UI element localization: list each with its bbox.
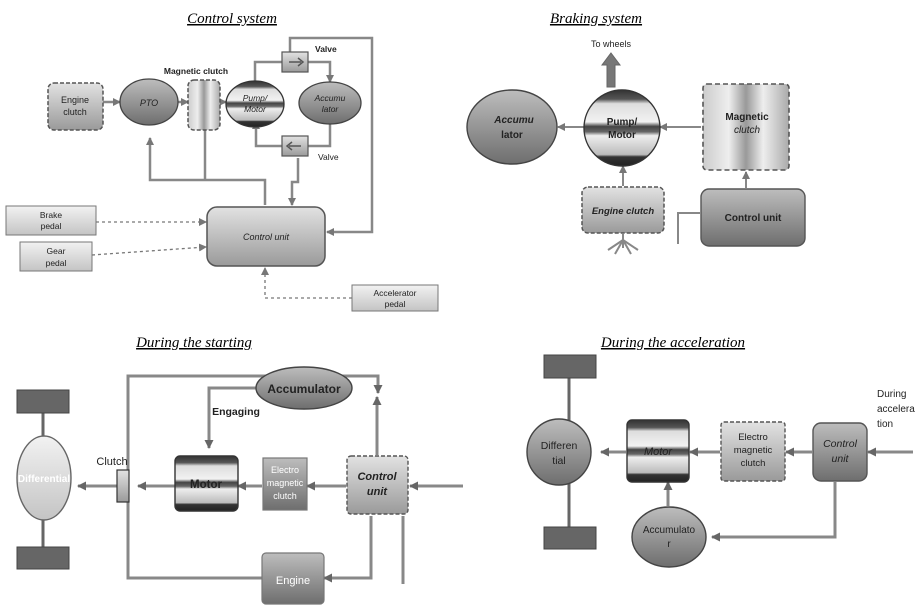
starting-differential-node	[16, 435, 72, 521]
starting-accumulator-label: Accumulator	[267, 382, 341, 396]
starting-control-unit-label-1: Control	[357, 471, 397, 483]
acceleration-electro-clutch-label-1: Electro	[738, 432, 768, 443]
braking-control-unit-label: Control unit	[725, 213, 782, 224]
braking-accumulator-label-2: lator	[501, 130, 523, 141]
starting-electro-clutch-box	[262, 457, 308, 511]
valve-top	[281, 51, 309, 73]
acceleration-electro-clutch-box	[720, 421, 786, 482]
control-system-connectors	[103, 36, 374, 236]
starting-wheel-bottom	[16, 546, 70, 570]
acceleration-wheel-top	[543, 354, 597, 379]
starting-title: During the starting	[135, 335, 252, 351]
starting-engaging-label: Engaging	[212, 406, 260, 418]
starting-motor-label: Motor	[190, 479, 222, 491]
acceleration-during-label-3: tion	[877, 419, 893, 430]
starting-differential-label: Differential	[18, 474, 70, 485]
acceleration-during-label-2: accelera	[877, 404, 915, 415]
engine-clutch-label-2: clutch	[63, 107, 87, 117]
starting-motor-box	[174, 455, 239, 512]
engine-clutch-label-1: Engine	[61, 95, 89, 105]
braking-control-unit-box	[700, 188, 806, 247]
acceleration-accumulator-node	[631, 506, 707, 568]
starting-panel: During the starting Differential Clutch …	[16, 335, 463, 605]
acceleration-motor-label: Motor	[644, 446, 673, 458]
starting-clutch-box	[116, 469, 130, 503]
valve-bottom	[281, 135, 309, 157]
starting-control-unit-box	[346, 455, 409, 515]
braking-magnetic-clutch-label-1: Magnetic	[725, 112, 769, 123]
acceleration-during-label-1: During	[877, 389, 906, 400]
braking-pump-motor-label-1: Pump/	[607, 117, 638, 128]
valve-top-label: Valve	[315, 44, 337, 54]
acceleration-panel: During the acceleration Differen tial Mo…	[526, 335, 915, 568]
acceleration-differential-label-1: Differen	[541, 440, 578, 452]
acceleration-accumulator-label-1: Accumulato	[643, 525, 696, 536]
starting-electro-clutch-label-1: Electro	[271, 465, 299, 475]
braking-magnetic-clutch-box	[702, 83, 790, 171]
brake-pedal-label-2: pedal	[41, 221, 62, 231]
starting-connectors	[77, 374, 463, 584]
acceleration-electro-clutch-label-3: clutch	[741, 458, 766, 469]
gear-pedal-label-2: pedal	[46, 258, 67, 268]
accumulator-label-2: lator	[322, 104, 340, 114]
braking-system-panel: Braking system To wheels Accumu lator Pu…	[466, 11, 806, 255]
control-system-title: Control system	[187, 11, 277, 27]
control-system-signal-lines	[91, 218, 352, 299]
starting-accumulator-node	[255, 366, 353, 410]
gear-pedal-label-1: Gear	[47, 246, 66, 256]
accelerator-pedal-box	[351, 284, 439, 312]
braking-system-title: Braking system	[550, 11, 642, 27]
accelerator-pedal-label-2: pedal	[385, 299, 406, 309]
acceleration-wheel-bottom	[543, 526, 597, 550]
engine-clutch-box	[47, 82, 104, 131]
control-unit-box	[206, 206, 326, 267]
pto-label: PTO	[140, 98, 158, 108]
acceleration-motor-box	[626, 419, 690, 483]
magnetic-clutch-box	[187, 79, 221, 131]
gear-pedal-box	[19, 241, 93, 272]
braking-accumulator-label-1: Accumu	[493, 115, 533, 126]
acceleration-differential-node	[526, 418, 592, 486]
braking-accumulator-node	[466, 89, 558, 165]
starting-engine-box	[261, 552, 325, 605]
starting-wheel-top	[16, 389, 70, 414]
acceleration-control-unit-label-1: Control	[823, 438, 858, 450]
accumulator-label-1: Accumu	[314, 93, 346, 103]
braking-system-connectors	[557, 123, 750, 255]
valve-bottom-label: Valve	[318, 152, 339, 162]
acceleration-control-unit-box	[812, 422, 868, 482]
starting-electro-clutch-label-2: magnetic	[267, 478, 304, 488]
braking-magnetic-clutch-label-2: clutch	[734, 125, 761, 136]
braking-engine-clutch-label: Engine clutch	[592, 206, 654, 217]
to-wheels-arrow	[601, 52, 621, 88]
control-unit-label: Control unit	[243, 232, 290, 242]
accumulator-node	[298, 81, 362, 125]
starting-control-unit-label-2: unit	[367, 486, 388, 498]
starting-clutch-label: Clutch	[96, 456, 127, 468]
acceleration-control-unit-label-2: unit	[832, 453, 850, 465]
pto-node	[119, 78, 179, 126]
acceleration-connectors	[600, 447, 913, 542]
accelerator-pedal-label-1: Accelerator	[374, 288, 417, 298]
pump-motor-label-1: Pump/	[243, 93, 269, 103]
braking-engine-clutch-box	[581, 186, 665, 234]
pump-motor-node	[225, 80, 285, 128]
braking-pump-motor-node	[583, 89, 661, 167]
pump-motor-label-2: Motor	[244, 104, 267, 114]
to-wheels-label: To wheels	[591, 39, 632, 49]
acceleration-electro-clutch-label-2: magnetic	[734, 445, 773, 456]
braking-pump-motor-label-2: Motor	[608, 130, 636, 141]
starting-electro-clutch-label-3: clutch	[273, 491, 297, 501]
acceleration-accumulator-label-2: r	[667, 539, 671, 550]
brake-pedal-label-1: Brake	[40, 210, 62, 220]
acceleration-title: During the acceleration	[600, 335, 745, 351]
brake-pedal-box	[5, 205, 97, 236]
starting-engine-label: Engine	[276, 575, 310, 587]
acceleration-differential-label-2: tial	[552, 455, 565, 467]
magnetic-clutch-label: Magnetic clutch	[164, 66, 228, 76]
control-system-panel: Control system Engine clutch PTO	[5, 11, 439, 312]
